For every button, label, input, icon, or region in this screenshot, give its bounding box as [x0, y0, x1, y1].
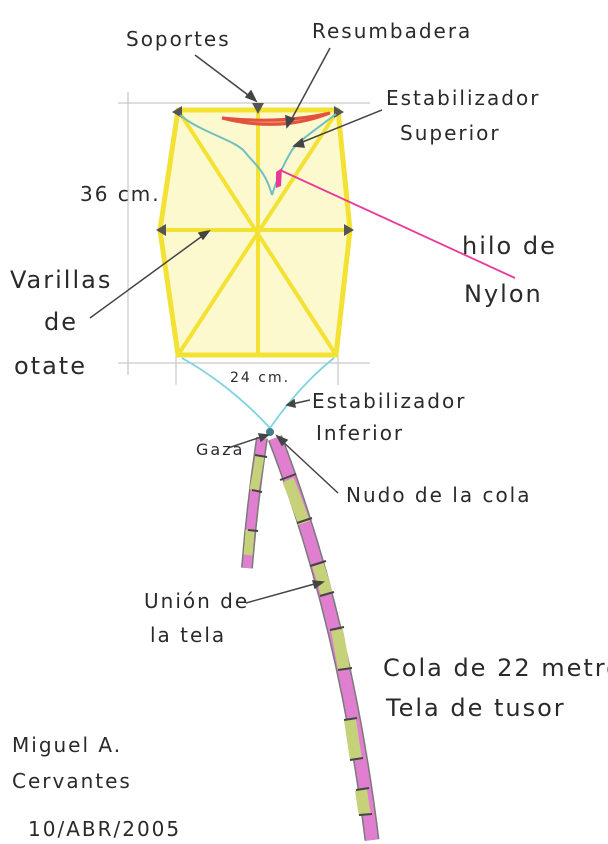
label-resumbadera: Resumbadera: [312, 19, 472, 43]
support-top-mid: [252, 103, 264, 114]
label-varillas-line1: Varillas: [10, 266, 112, 294]
label-cola-line1: Cola de 22 metros: [383, 654, 608, 682]
label-hilo-line2: Nylon: [464, 280, 543, 308]
kite-spars: [158, 108, 352, 357]
label-height-measure: 36 cm.: [80, 182, 161, 206]
label-author-line2: Cervantes: [12, 769, 132, 793]
label-width-measure: 24 cm.: [230, 370, 290, 386]
nylon-thread: [276, 168, 516, 279]
pointer-arrows: [89, 47, 383, 604]
lower-stabilizer: [181, 357, 335, 429]
label-soportes: Soportes: [126, 27, 231, 51]
label-date: 10/ABR/2005: [28, 817, 181, 841]
support-right: [344, 224, 354, 236]
label-varillas-line2: de: [44, 308, 78, 336]
label-gaza: Gaza: [196, 440, 244, 459]
label-cola-line2: Tela de tusor: [385, 694, 566, 722]
label-estabilizador-superior-line2: Superior: [400, 121, 501, 145]
label-union-line2: la tela: [150, 623, 226, 647]
support-points: [156, 103, 354, 236]
label-estabilizador-inferior-line2: Inferior: [316, 421, 404, 445]
label-author-line1: Miguel A.: [12, 733, 122, 757]
support-left: [156, 224, 166, 236]
label-estabilizador-inferior-line1: Estabilizador: [312, 389, 466, 413]
label-nudo-de-la-cola: Nudo de la cola: [346, 483, 532, 507]
labels: Soportes Resumbadera Estabilizador Super…: [10, 19, 608, 841]
support-top-left: [172, 106, 182, 118]
label-hilo-line1: hilo de: [462, 232, 557, 260]
resumbadera-band: [221, 111, 331, 126]
kite-body: [156, 103, 354, 358]
label-union-line1: Unión de: [144, 589, 249, 613]
label-estabilizador-superior-line1: Estabilizador: [386, 86, 540, 110]
support-top-right: [334, 106, 344, 118]
tail-knot: [266, 428, 274, 436]
label-varillas-line3: otate: [14, 352, 87, 380]
kite-tail: [241, 428, 380, 841]
pencil-guides: [118, 92, 370, 385]
